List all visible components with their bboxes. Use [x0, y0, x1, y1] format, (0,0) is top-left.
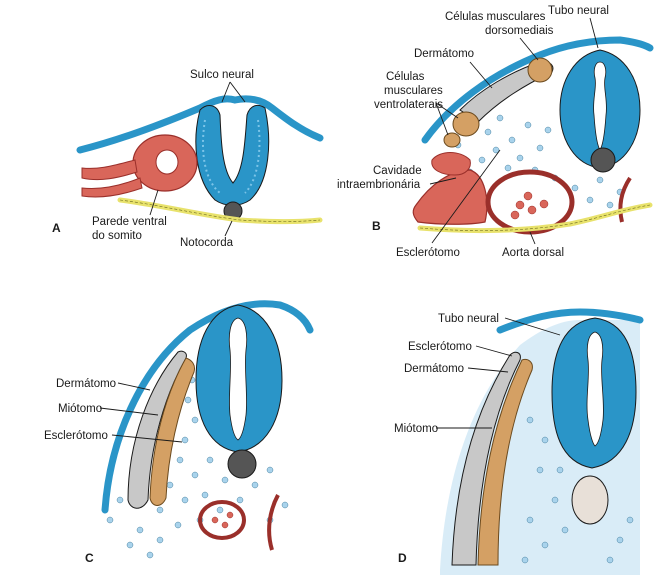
panel-d-dermatome — [451, 351, 521, 566]
panel-d-letter: D — [398, 551, 407, 565]
panel-b-sclerotome — [412, 169, 488, 225]
panel-c-myotome — [149, 357, 195, 506]
panel-a-endoderm-outline — [119, 199, 321, 222]
panel-b: Células musculares dorsomediais Tubo neu… — [337, 5, 654, 259]
panel-a-somite-lumen — [155, 149, 179, 175]
panel-d-myotome — [477, 359, 533, 566]
label-dermatomo-c: Dermátomo — [56, 378, 116, 390]
label-parede-ventral-1: Parede ventral — [92, 216, 167, 228]
panel-d-ectoderm — [496, 308, 644, 334]
panel-b-dorsal-aorta — [485, 169, 575, 235]
panel-c-blood-cells — [211, 511, 234, 529]
label-parede-ventral-2: do somito — [92, 230, 142, 242]
panel-b-blood-cells — [510, 191, 549, 220]
label-dermatomo-d: Dermátomo — [404, 363, 464, 375]
label-ventrolateral-1: Células — [386, 71, 425, 83]
panel-c-ectoderm — [101, 300, 314, 514]
panel-a-ectoderm — [76, 95, 324, 154]
panel-b-notochord — [590, 147, 616, 173]
panel-c-neural-canal — [228, 317, 248, 441]
label-esclerotomo-b: Esclerótomo — [396, 247, 460, 259]
panel-c-letter: C — [85, 551, 94, 565]
panel-a-neural-tube — [195, 104, 270, 206]
label-esclerotomo-d: Esclerótomo — [408, 341, 472, 353]
label-tubo-neural-d: Tubo neural — [438, 313, 499, 325]
label-esclerotomo-c: Esclerótomo — [44, 430, 108, 442]
panel-c-lateral-vessel — [267, 494, 280, 551]
label-dorsomedial-1: Células musculares — [445, 11, 546, 23]
label-miotomo-c: Miótomo — [58, 403, 102, 415]
panel-b-endoderm-outline — [419, 204, 651, 231]
panel-b-ventrolateral-cells — [452, 111, 480, 137]
panel-d-vertebral-body — [571, 475, 609, 525]
panel-c-dorsal-aorta — [198, 500, 246, 540]
label-dermatomo-b: Dermátomo — [414, 48, 474, 60]
panel-b-sclerotome-upper — [431, 152, 471, 176]
panel-a: Sulco neural Parede ventral do somito No… — [52, 69, 324, 249]
panel-a-lateral-mesoderm — [81, 159, 138, 181]
label-notocorda: Notocorda — [180, 237, 234, 249]
panel-b-ventrolateral-cells-2 — [443, 132, 461, 148]
panel-a-neural-tube-texture — [202, 119, 261, 194]
label-tubo-neural-b: Tubo neural — [548, 5, 609, 17]
panel-d: Tubo neural Esclerótomo Dermátomo Miótom… — [394, 308, 644, 575]
label-aorta-dorsal: Aorta dorsal — [502, 247, 564, 259]
panel-a-letter: A — [52, 221, 61, 235]
label-miotomo-d: Miótomo — [394, 423, 438, 435]
label-dorsomedial-2: dorsomediais — [485, 25, 554, 37]
label-sulco-neural: Sulco neural — [190, 69, 254, 81]
label-ventrolateral-2: musculares — [384, 85, 443, 97]
panel-c-notochord — [227, 449, 257, 479]
panel-d-neural-canal — [586, 331, 604, 447]
panel-c: Dermátomo Miótomo Esclerótomo C — [44, 300, 314, 565]
panel-b-dorsomedial-cells — [527, 57, 553, 83]
panel-b-lateral-vessel — [618, 176, 632, 223]
panel-b-ectoderm — [421, 36, 654, 144]
label-ventrolateral-3: ventrolaterais — [374, 99, 443, 111]
panel-b-letter: B — [372, 219, 381, 233]
panel-a-lateral-mesoderm-2 — [81, 177, 143, 198]
label-cavidade-1: Cavidade — [373, 165, 422, 177]
label-cavidade-2: intraembrionária — [337, 179, 421, 191]
